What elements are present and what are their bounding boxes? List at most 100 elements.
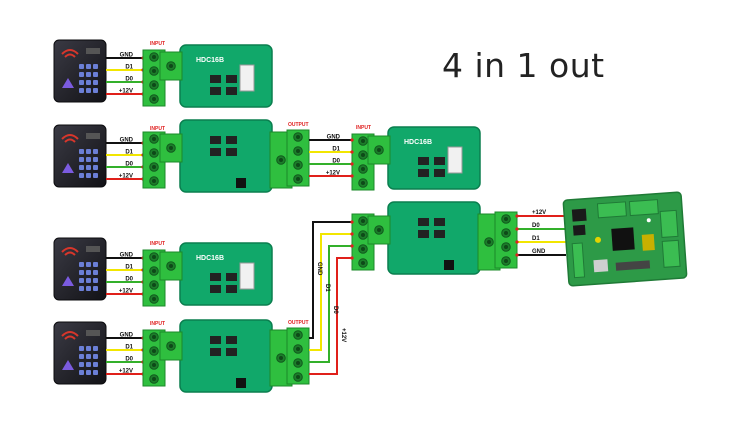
- link-wire-bottom: [309, 221, 352, 339]
- screw-hole: [504, 259, 508, 263]
- card-reader: [53, 237, 107, 301]
- screw-hole: [279, 356, 283, 360]
- screw-hole: [169, 146, 173, 150]
- card-reader: [53, 124, 107, 188]
- card-reader-slot: [86, 246, 100, 252]
- keypad-key: [86, 286, 91, 291]
- keypad-key: [86, 346, 91, 351]
- keypad-key: [86, 278, 91, 283]
- ic-chip: [226, 87, 237, 95]
- hdc16b-board: [179, 119, 273, 193]
- screw-hole: [296, 361, 300, 365]
- screw-hole: [279, 158, 283, 162]
- terminal-block: [286, 327, 310, 385]
- screw-hole: [296, 347, 300, 351]
- card-reader-slot: [86, 48, 100, 54]
- rfid-icon: [61, 331, 79, 340]
- card-reader: [53, 39, 107, 103]
- screw-hole: [152, 297, 156, 301]
- keypad-key: [86, 173, 91, 178]
- board-label: HDC16B: [196, 255, 224, 262]
- ic-chip: [226, 273, 237, 281]
- keypad-key: [79, 354, 84, 359]
- input-label: INPUT: [150, 321, 165, 327]
- controller-pin-label-d0: D0: [532, 223, 540, 229]
- output-label: OUTPUT: [288, 320, 309, 326]
- pin-label-gnd: GND: [120, 333, 134, 339]
- pin-label-top-gnd: GND: [327, 135, 341, 141]
- screw-hole: [152, 137, 156, 141]
- screw-hole: [152, 55, 156, 59]
- input-label: INPUT: [150, 41, 165, 47]
- screw-hole: [361, 219, 365, 223]
- screw-hole: [296, 333, 300, 337]
- ic-chip: [226, 136, 237, 144]
- screw-hole: [361, 233, 365, 237]
- pin-label-top-d0: D0: [332, 159, 340, 165]
- ic-chip: [210, 75, 221, 83]
- ic-chip: [226, 75, 237, 83]
- pin-label-plus12v: +12V: [119, 369, 133, 375]
- screw-hole: [504, 245, 508, 249]
- screw-hole: [296, 135, 300, 139]
- screw-hole: [361, 153, 365, 157]
- keypad-key: [79, 165, 84, 170]
- link-wire-bottom: [309, 257, 352, 375]
- keypad-key: [86, 270, 91, 275]
- pin-label-gnd: GND: [120, 253, 134, 259]
- keypad-key: [93, 157, 98, 162]
- wire-end-dot: [515, 214, 519, 218]
- capacitor: [236, 178, 246, 188]
- screw-hole: [361, 247, 365, 251]
- screw-hole: [152, 69, 156, 73]
- screw-hole: [169, 64, 173, 68]
- ic-chip: [226, 336, 237, 344]
- terminal-block: [286, 129, 310, 187]
- keypad-key: [79, 278, 84, 283]
- hdc16b-board: HDC16B: [179, 44, 273, 108]
- terminal-block: [367, 135, 391, 165]
- keypad-key: [86, 262, 91, 267]
- terminal-block: [494, 211, 518, 269]
- bell-icon: [62, 360, 74, 370]
- wire-end-dot: [515, 240, 519, 244]
- keypad-key: [86, 72, 91, 77]
- capacitor: [444, 260, 454, 270]
- terminal-block: [159, 133, 183, 163]
- ic-chip: [226, 348, 237, 356]
- link-wire-bottom: [309, 233, 352, 351]
- keypad-key: [93, 64, 98, 69]
- keypad-key: [79, 64, 84, 69]
- terminal-block: [159, 51, 183, 81]
- keypad-key: [86, 149, 91, 154]
- screw-hole: [169, 264, 173, 268]
- ic-chip: [434, 157, 445, 165]
- hdc16b-board: [179, 319, 273, 393]
- keypad-key: [79, 346, 84, 351]
- controller-pin-label-plus12v: +12V: [532, 210, 546, 216]
- terminal-housing: [286, 129, 310, 187]
- keypad-key: [79, 149, 84, 154]
- output-label: OUTPUT: [288, 122, 309, 128]
- terminal-housing: [494, 211, 518, 269]
- controller-pin-label-gnd: GND: [532, 249, 546, 255]
- pin-label-d0: D0: [125, 277, 133, 283]
- keypad-key: [86, 157, 91, 162]
- card-reader-slot: [86, 330, 100, 336]
- screw-hole: [152, 255, 156, 259]
- screw-hole: [361, 261, 365, 265]
- input-label: INPUT: [150, 241, 165, 247]
- keypad-key: [93, 270, 98, 275]
- ic-chip: [210, 348, 221, 356]
- keypad-key: [79, 72, 84, 77]
- pin-label-d0: D0: [125, 357, 133, 363]
- pin-label-d0: D0: [125, 162, 133, 168]
- keypad-key: [79, 88, 84, 93]
- terminal-block: [159, 331, 183, 361]
- pin-label-d1: D1: [125, 345, 133, 351]
- keypad-key: [93, 149, 98, 154]
- screw-hole: [169, 344, 173, 348]
- rfid-icon: [61, 247, 79, 256]
- pin-label-d1: D1: [125, 265, 133, 271]
